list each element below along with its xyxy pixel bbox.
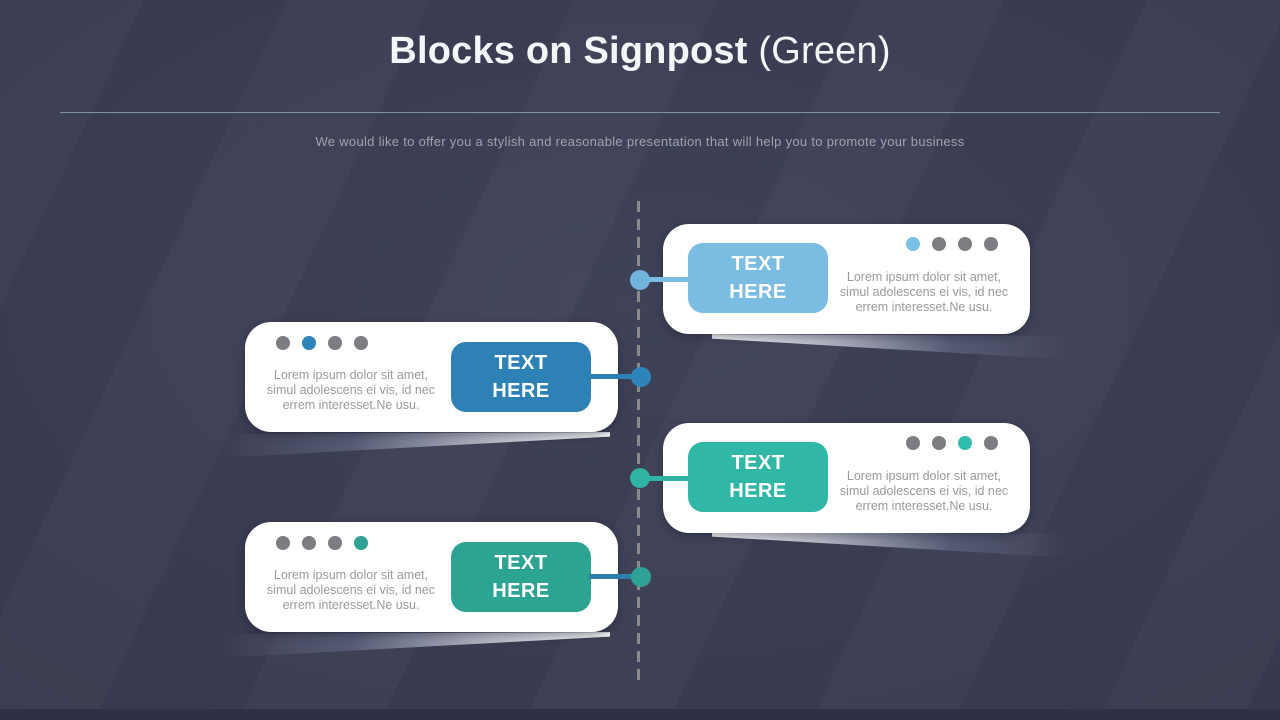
dot-icon bbox=[302, 336, 316, 350]
dot-icon bbox=[984, 237, 998, 251]
placeholder-label-line1: TEXT bbox=[494, 352, 548, 374]
progress-dots-4 bbox=[276, 536, 368, 550]
card-body-text-4[interactable]: Lorem ipsum dolor sit amet, simul adoles… bbox=[259, 568, 443, 613]
card-body-text-2[interactable]: Lorem ipsum dolor sit amet, simul adoles… bbox=[259, 368, 443, 413]
connector-dot-4 bbox=[631, 567, 651, 587]
header-divider bbox=[60, 112, 1220, 113]
progress-dots-1 bbox=[906, 237, 998, 251]
placeholder-label-line2: HERE bbox=[729, 480, 787, 502]
dot-icon bbox=[328, 336, 342, 350]
placeholder-label-line2: HERE bbox=[729, 281, 787, 303]
connector-dot-1 bbox=[630, 270, 650, 290]
body-line: simul adolescens ei vis, id nec bbox=[839, 285, 1009, 299]
connector-line-4 bbox=[589, 574, 635, 579]
connector-dot-3 bbox=[630, 468, 650, 488]
body-line: Lorem ipsum dolor sit amet, bbox=[273, 368, 429, 382]
page-title: Blocks on Signpost (Green) bbox=[0, 30, 1280, 73]
dot-icon bbox=[958, 237, 972, 251]
slide-subtitle: We would like to offer you a stylish and… bbox=[315, 134, 965, 149]
card-shadow-wedge bbox=[712, 334, 1110, 362]
dot-icon bbox=[932, 436, 946, 450]
card-body-text-3[interactable]: Lorem ipsum dolor sit amet, simul adoles… bbox=[826, 469, 1022, 514]
connector-dot-2 bbox=[631, 367, 651, 387]
connector-line-3 bbox=[648, 476, 692, 481]
text-here-placeholder-1[interactable]: TEXT HERE bbox=[688, 243, 828, 313]
body-line: Lorem ipsum dolor sit amet, bbox=[846, 469, 1002, 483]
dot-icon bbox=[906, 436, 920, 450]
dot-icon bbox=[302, 536, 316, 550]
dot-icon bbox=[276, 536, 290, 550]
footer-bar bbox=[0, 709, 1280, 720]
dot-icon bbox=[354, 336, 368, 350]
body-line: errem interesset.Ne usu. bbox=[282, 598, 420, 612]
progress-dots-3 bbox=[906, 436, 998, 450]
progress-dots-2 bbox=[276, 336, 368, 350]
card-body-text-1[interactable]: Lorem ipsum dolor sit amet, simul adoles… bbox=[826, 270, 1022, 315]
text-here-placeholder-4[interactable]: TEXT HERE bbox=[451, 542, 591, 612]
dot-icon bbox=[906, 237, 920, 251]
dot-icon bbox=[328, 536, 342, 550]
text-here-placeholder-2[interactable]: TEXT HERE bbox=[451, 342, 591, 412]
placeholder-label-line1: TEXT bbox=[731, 253, 785, 275]
card-shadow-wedge bbox=[712, 532, 1110, 560]
dot-icon bbox=[932, 237, 946, 251]
placeholder-label-line2: HERE bbox=[492, 380, 550, 402]
placeholder-label-line2: HERE bbox=[492, 580, 550, 602]
body-line: Lorem ipsum dolor sit amet, bbox=[273, 568, 429, 582]
signpost-card-3: TEXT HERE Lorem ipsum dolor sit amet, si… bbox=[663, 423, 1030, 533]
dot-icon bbox=[354, 536, 368, 550]
page-title-suffix: (Green) bbox=[747, 30, 891, 72]
body-line: errem interesset.Ne usu. bbox=[282, 398, 420, 412]
body-line: errem interesset.Ne usu. bbox=[855, 300, 993, 314]
body-line: simul adolescens ei vis, id nec bbox=[839, 484, 1009, 498]
page-title-main: Blocks on Signpost bbox=[389, 30, 748, 72]
signpost-card-4: TEXT HERE Lorem ipsum dolor sit amet, si… bbox=[245, 522, 618, 632]
dot-icon bbox=[276, 336, 290, 350]
placeholder-label-line1: TEXT bbox=[731, 452, 785, 474]
signpost-dashed-line bbox=[637, 201, 640, 684]
text-here-placeholder-3[interactable]: TEXT HERE bbox=[688, 442, 828, 512]
dot-icon bbox=[958, 436, 972, 450]
body-line: Lorem ipsum dolor sit amet, bbox=[846, 270, 1002, 284]
connector-line-2 bbox=[588, 374, 634, 379]
body-line: simul adolescens ei vis, id nec bbox=[266, 383, 436, 397]
connector-line-1 bbox=[648, 277, 692, 282]
card-shadow-wedge bbox=[180, 632, 610, 660]
signpost-card-1: TEXT HERE Lorem ipsum dolor sit amet, si… bbox=[663, 224, 1030, 334]
card-shadow-wedge bbox=[180, 432, 610, 460]
dot-icon bbox=[984, 436, 998, 450]
body-line: errem interesset.Ne usu. bbox=[855, 499, 993, 513]
body-line: simul adolescens ei vis, id nec bbox=[266, 583, 436, 597]
signpost-card-2: TEXT HERE Lorem ipsum dolor sit amet, si… bbox=[245, 322, 618, 432]
placeholder-label-line1: TEXT bbox=[494, 552, 548, 574]
